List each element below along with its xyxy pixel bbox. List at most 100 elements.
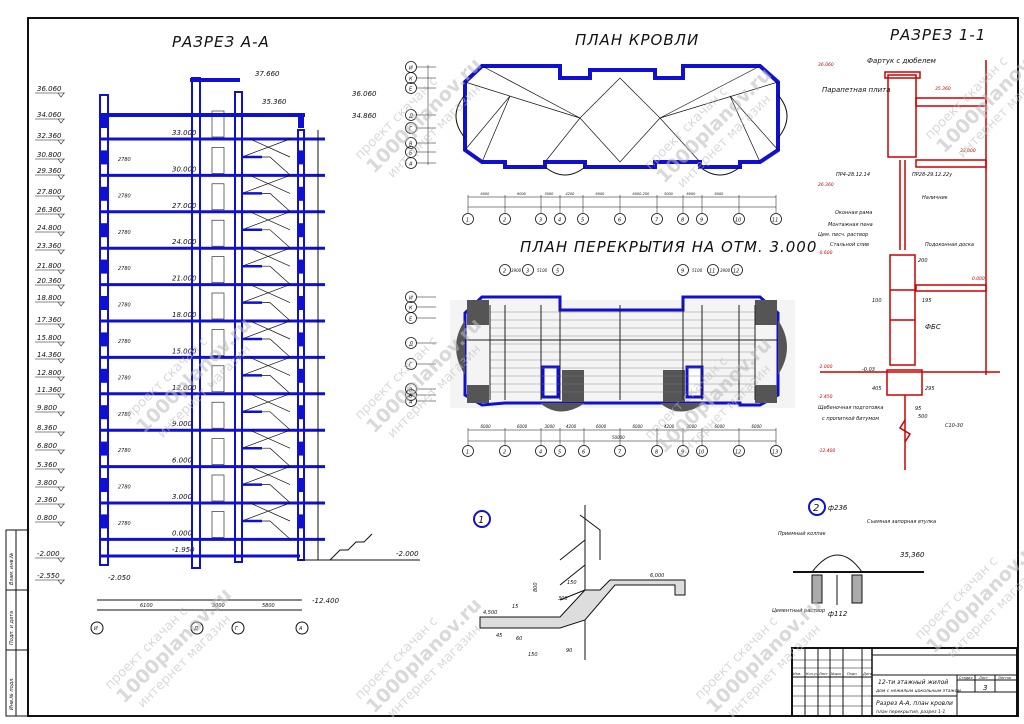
roof-axis-label: 8	[681, 218, 684, 224]
floor-mark: 30.000	[172, 165, 197, 173]
window-lintel	[298, 223, 304, 238]
label-pr28: ПР28-29.12.22у	[912, 172, 953, 178]
s11-mark-12400: -12.400	[818, 448, 836, 454]
stair-wall-left	[191, 77, 201, 569]
plan-left-axis-bubble	[405, 312, 417, 324]
window-lintel	[100, 514, 108, 529]
door-opening	[211, 147, 225, 174]
plan-axis-bubble	[614, 445, 626, 457]
plan-left-axis-label: Г	[409, 363, 413, 369]
plan-left-axis-label: К	[409, 306, 413, 312]
watermark-line: 1000planov.ru	[112, 584, 236, 708]
d2-cap: Приемный колпак	[778, 531, 826, 537]
roof-left-axis-bubble	[405, 137, 417, 149]
hatched-zones	[456, 300, 787, 412]
plan-axis-bubble	[696, 445, 708, 457]
elevation-arrow	[57, 323, 65, 329]
dim-200: 200	[918, 258, 928, 264]
elevation-mark: 34.060	[37, 111, 62, 119]
plan-outline	[463, 295, 780, 407]
plan-top-dim: 3900	[720, 268, 731, 273]
plan-axis-bubble	[462, 445, 474, 457]
floor-height-dim: 2780	[118, 375, 131, 381]
title-block-text: Изм. Кол.уч Лист №док Подп. Дата Стадия …	[793, 672, 1011, 680]
window-lintel	[100, 368, 108, 383]
elevation-mark: 18.800	[37, 294, 62, 302]
label-drip: Стальной слив	[830, 242, 869, 248]
mark-right-34860: 34.860	[352, 112, 377, 120]
roof-left-axis-label: В	[409, 142, 413, 148]
s11-mark-26360: 26.360	[818, 182, 834, 188]
plan-left-axis-bubble	[405, 358, 417, 370]
axis-d: Д	[193, 626, 198, 632]
elevation-mark: 5.360	[37, 461, 58, 469]
roof-axis-label: 3	[539, 218, 542, 224]
tb-sheet-sub: план перекрытия, разрез 1-1	[876, 709, 945, 715]
elevation-mark: 20.360	[37, 277, 62, 285]
side-stamp: Инв.№ подл. Подп. и дата Взам. инв.№	[5, 529, 29, 717]
elevation-mark: 17.360	[37, 316, 62, 324]
elevation-mark: 6.800	[37, 442, 58, 450]
detail-2-number: 2	[813, 503, 819, 514]
plan-dim: 6000	[633, 424, 644, 429]
plan-axis-label: 7	[618, 450, 622, 456]
plan-top-axis-label: 2	[503, 269, 506, 275]
label-parapet: Парапетная плита	[822, 86, 891, 94]
tb-kol: Кол.уч	[806, 672, 818, 676]
d1-300: 300	[558, 596, 568, 602]
s11-mark-35360: 35.360	[935, 86, 951, 92]
door-opening	[211, 474, 225, 502]
stair-wall-right	[234, 91, 243, 563]
tb-podp: Подп.	[847, 672, 858, 676]
roof-axis-bubble	[535, 213, 547, 225]
elevation-arrow	[57, 284, 65, 290]
roof-left-axis-label: А	[408, 162, 413, 168]
roof-left-axis-bubble	[405, 72, 417, 84]
stamp-sign: Подп. и дата	[9, 611, 15, 645]
door-opening	[211, 292, 225, 320]
plan-dim: 6000	[715, 424, 726, 429]
plan-left-axis-label: В	[409, 388, 413, 394]
plan-dim-total-label: 50000	[612, 435, 625, 440]
elevation-mark: 12.800	[37, 369, 62, 377]
roof-left-axis-bubble	[405, 122, 417, 134]
roof-axis-label: 5	[581, 218, 584, 224]
elevation-arrow	[57, 376, 65, 382]
elevation-mark: 24.800	[37, 224, 62, 232]
floor-height-dim: 2780	[118, 339, 131, 345]
floor-height-dim: 2780	[118, 193, 131, 199]
roof-dim: 6000	[596, 192, 606, 196]
plan-axis-bubble	[677, 445, 689, 457]
roof-axis-bubble	[696, 213, 708, 225]
window-lintel	[298, 114, 304, 128]
plan-axis-label: 1	[466, 450, 469, 456]
floor-slabs: 33.00030.00027.00024.00021.00018.00015.0…	[100, 110, 325, 558]
roof-dim: 3000	[545, 192, 555, 196]
elevation-mark: 29.360	[37, 167, 62, 175]
roof-left-axis-bubble	[405, 157, 417, 169]
d2-mark-35360: 35,360	[900, 551, 925, 559]
elevation-mark: 11.360	[37, 386, 62, 394]
label-fbs: ФБС	[925, 323, 941, 331]
tb-izm: Изм.	[793, 672, 801, 676]
window-lintel	[100, 259, 108, 274]
entrance-steps	[329, 533, 373, 561]
axis-bubbles-a-a: И Д Г А	[90, 621, 309, 635]
window-lintel	[298, 405, 304, 420]
plan-dim: 6000	[481, 424, 492, 429]
floor-plan-title: ПЛАН ПЕРЕКРЫТИЯ НА ОТМ. 3.000	[520, 238, 817, 256]
tb-stage: Стадия	[959, 676, 972, 680]
floor-mark: 0.000	[172, 529, 193, 537]
roof-axis-label: 7	[655, 218, 659, 224]
plan-left-axis-label: А	[408, 400, 413, 406]
plan-dim: 4200	[664, 424, 675, 429]
door-opening	[211, 401, 225, 429]
roof-plan-title: ПЛАН КРОВЛИ	[575, 31, 699, 49]
plan-left-axis-bubble	[405, 395, 417, 407]
mark-2050: -2.050	[108, 574, 131, 582]
